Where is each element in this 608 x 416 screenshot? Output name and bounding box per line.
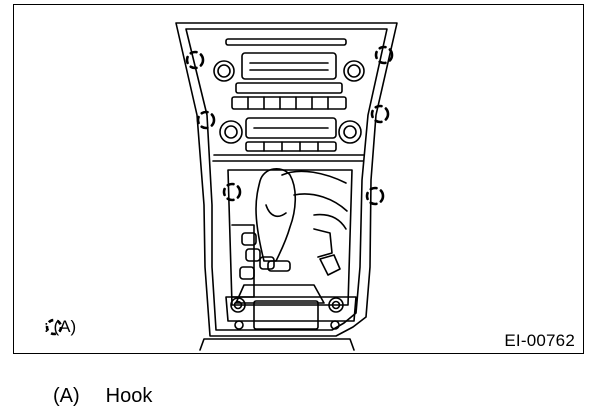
shift-area bbox=[227, 169, 353, 306]
hook-markers bbox=[185, 45, 394, 206]
caption-label: (A) bbox=[53, 385, 80, 407]
climate-control bbox=[219, 117, 362, 152]
gear-knob bbox=[255, 168, 297, 272]
hook-marker bbox=[196, 110, 216, 130]
legend-text: : (A) bbox=[44, 317, 77, 336]
figure-code: EI-00762 bbox=[504, 331, 575, 350]
hook-marker-icon bbox=[45, 318, 63, 336]
hook-marker bbox=[365, 186, 385, 206]
caption-text: Hook bbox=[105, 385, 153, 407]
hook-marker bbox=[185, 50, 205, 70]
console-panel bbox=[175, 22, 398, 351]
lower-tray bbox=[225, 296, 357, 330]
center-console-drawing bbox=[175, 22, 398, 351]
hook-marker bbox=[222, 182, 242, 202]
caption: (A) Hook bbox=[53, 385, 152, 408]
diagram-frame: : (A) EI-00762 bbox=[13, 4, 584, 354]
hook-marker bbox=[370, 104, 390, 124]
legend: : (A) bbox=[44, 317, 76, 337]
audio-unit bbox=[213, 38, 365, 110]
hook-marker bbox=[374, 45, 394, 65]
